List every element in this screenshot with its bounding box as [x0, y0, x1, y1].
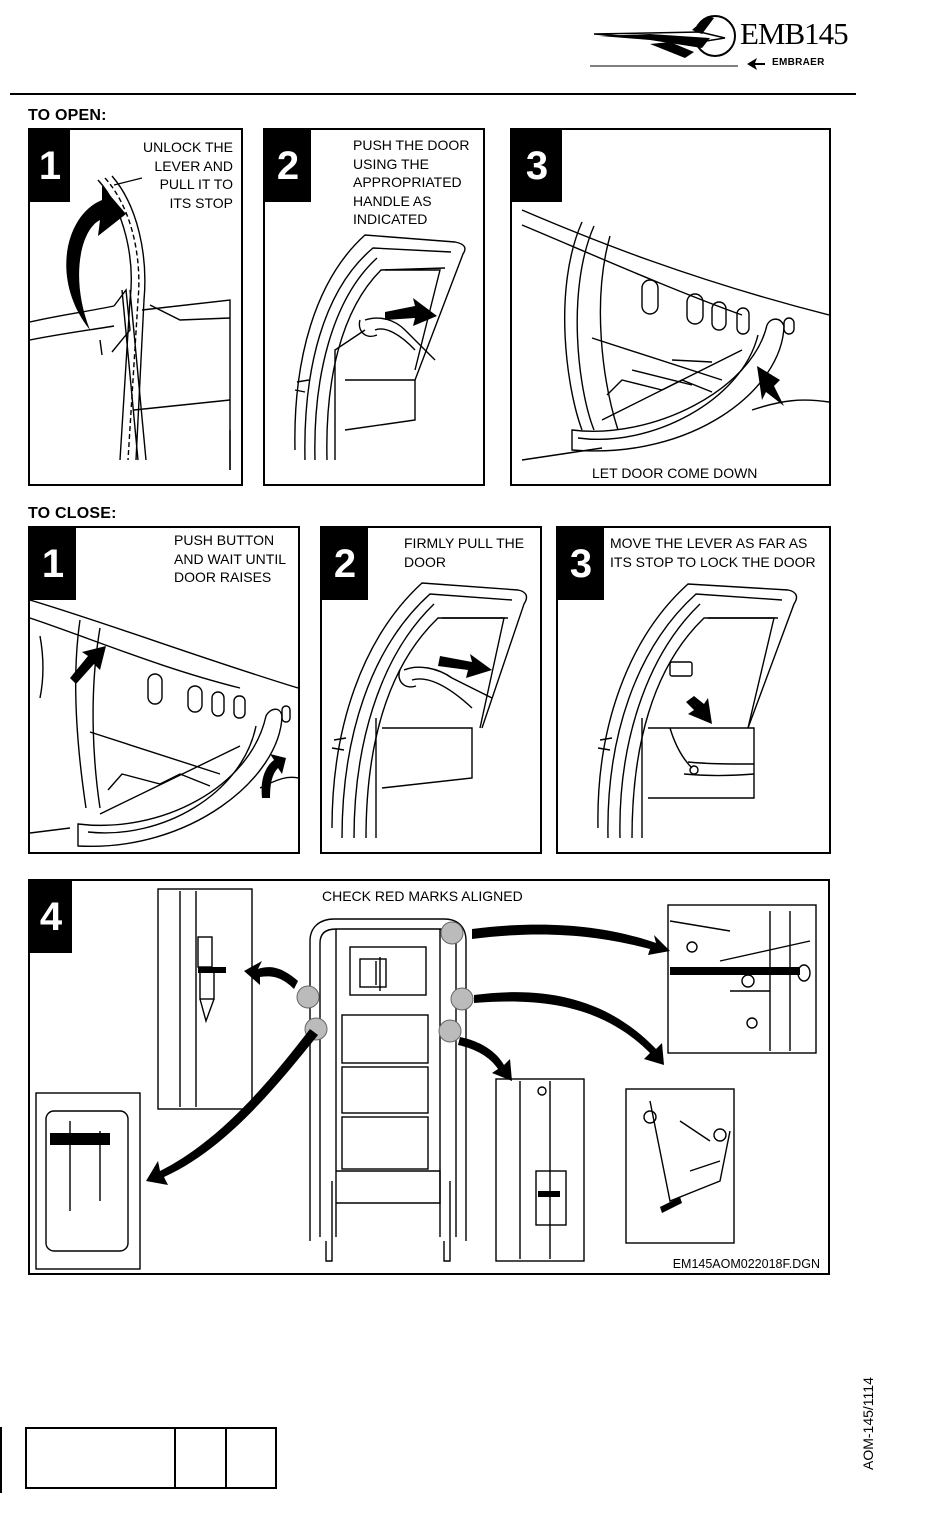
step-caption: CHECK RED MARKS ALIGNED: [322, 888, 523, 904]
step-number: 2: [265, 130, 311, 202]
footer-revision-box: [25, 1427, 277, 1489]
step-number: 1: [30, 528, 76, 600]
pull-door-illustration: [331, 582, 528, 839]
drawing-id: EM145AOM022018F.DGN: [672, 1257, 820, 1271]
header-rule: [10, 93, 856, 95]
lock-lever-illustration: [597, 583, 798, 839]
step-number: 1: [30, 130, 70, 202]
footer-left-rule: [0, 1427, 2, 1493]
model-name: EMB145: [740, 16, 849, 51]
airplane-logo-icon: [590, 15, 738, 67]
step-caption: LET DOOR COME DOWN: [592, 465, 758, 481]
footer-divider: [225, 1429, 227, 1487]
open-section-title: TO OPEN:: [28, 107, 107, 124]
step-number: 3: [512, 130, 562, 202]
push-door-illustration: [294, 234, 466, 461]
close-step-4-panel: 4 CHECK RED MARKS ALIGNED EM145AOM022018…: [28, 879, 830, 1275]
brand-name: EMBRAER: [772, 57, 825, 68]
header-logo: EMB145 EMBRAER: [590, 8, 850, 78]
step-number: 2: [322, 528, 368, 600]
unlock-lever-illustration: [30, 175, 231, 470]
door-raise-illustration: [30, 599, 298, 847]
page-code: AOM-145/1114: [860, 1377, 876, 1470]
embraer-arrow-icon: [747, 58, 765, 70]
open-step-3-panel: 3 LET DOOR COME DOWN: [510, 128, 831, 486]
door-down-illustration: [521, 209, 829, 461]
step-number: 3: [558, 528, 604, 600]
footer-divider: [174, 1429, 176, 1487]
red-marks-illustration: [35, 888, 817, 1270]
close-section-title: TO CLOSE:: [28, 505, 117, 522]
step-number: 4: [30, 881, 72, 953]
